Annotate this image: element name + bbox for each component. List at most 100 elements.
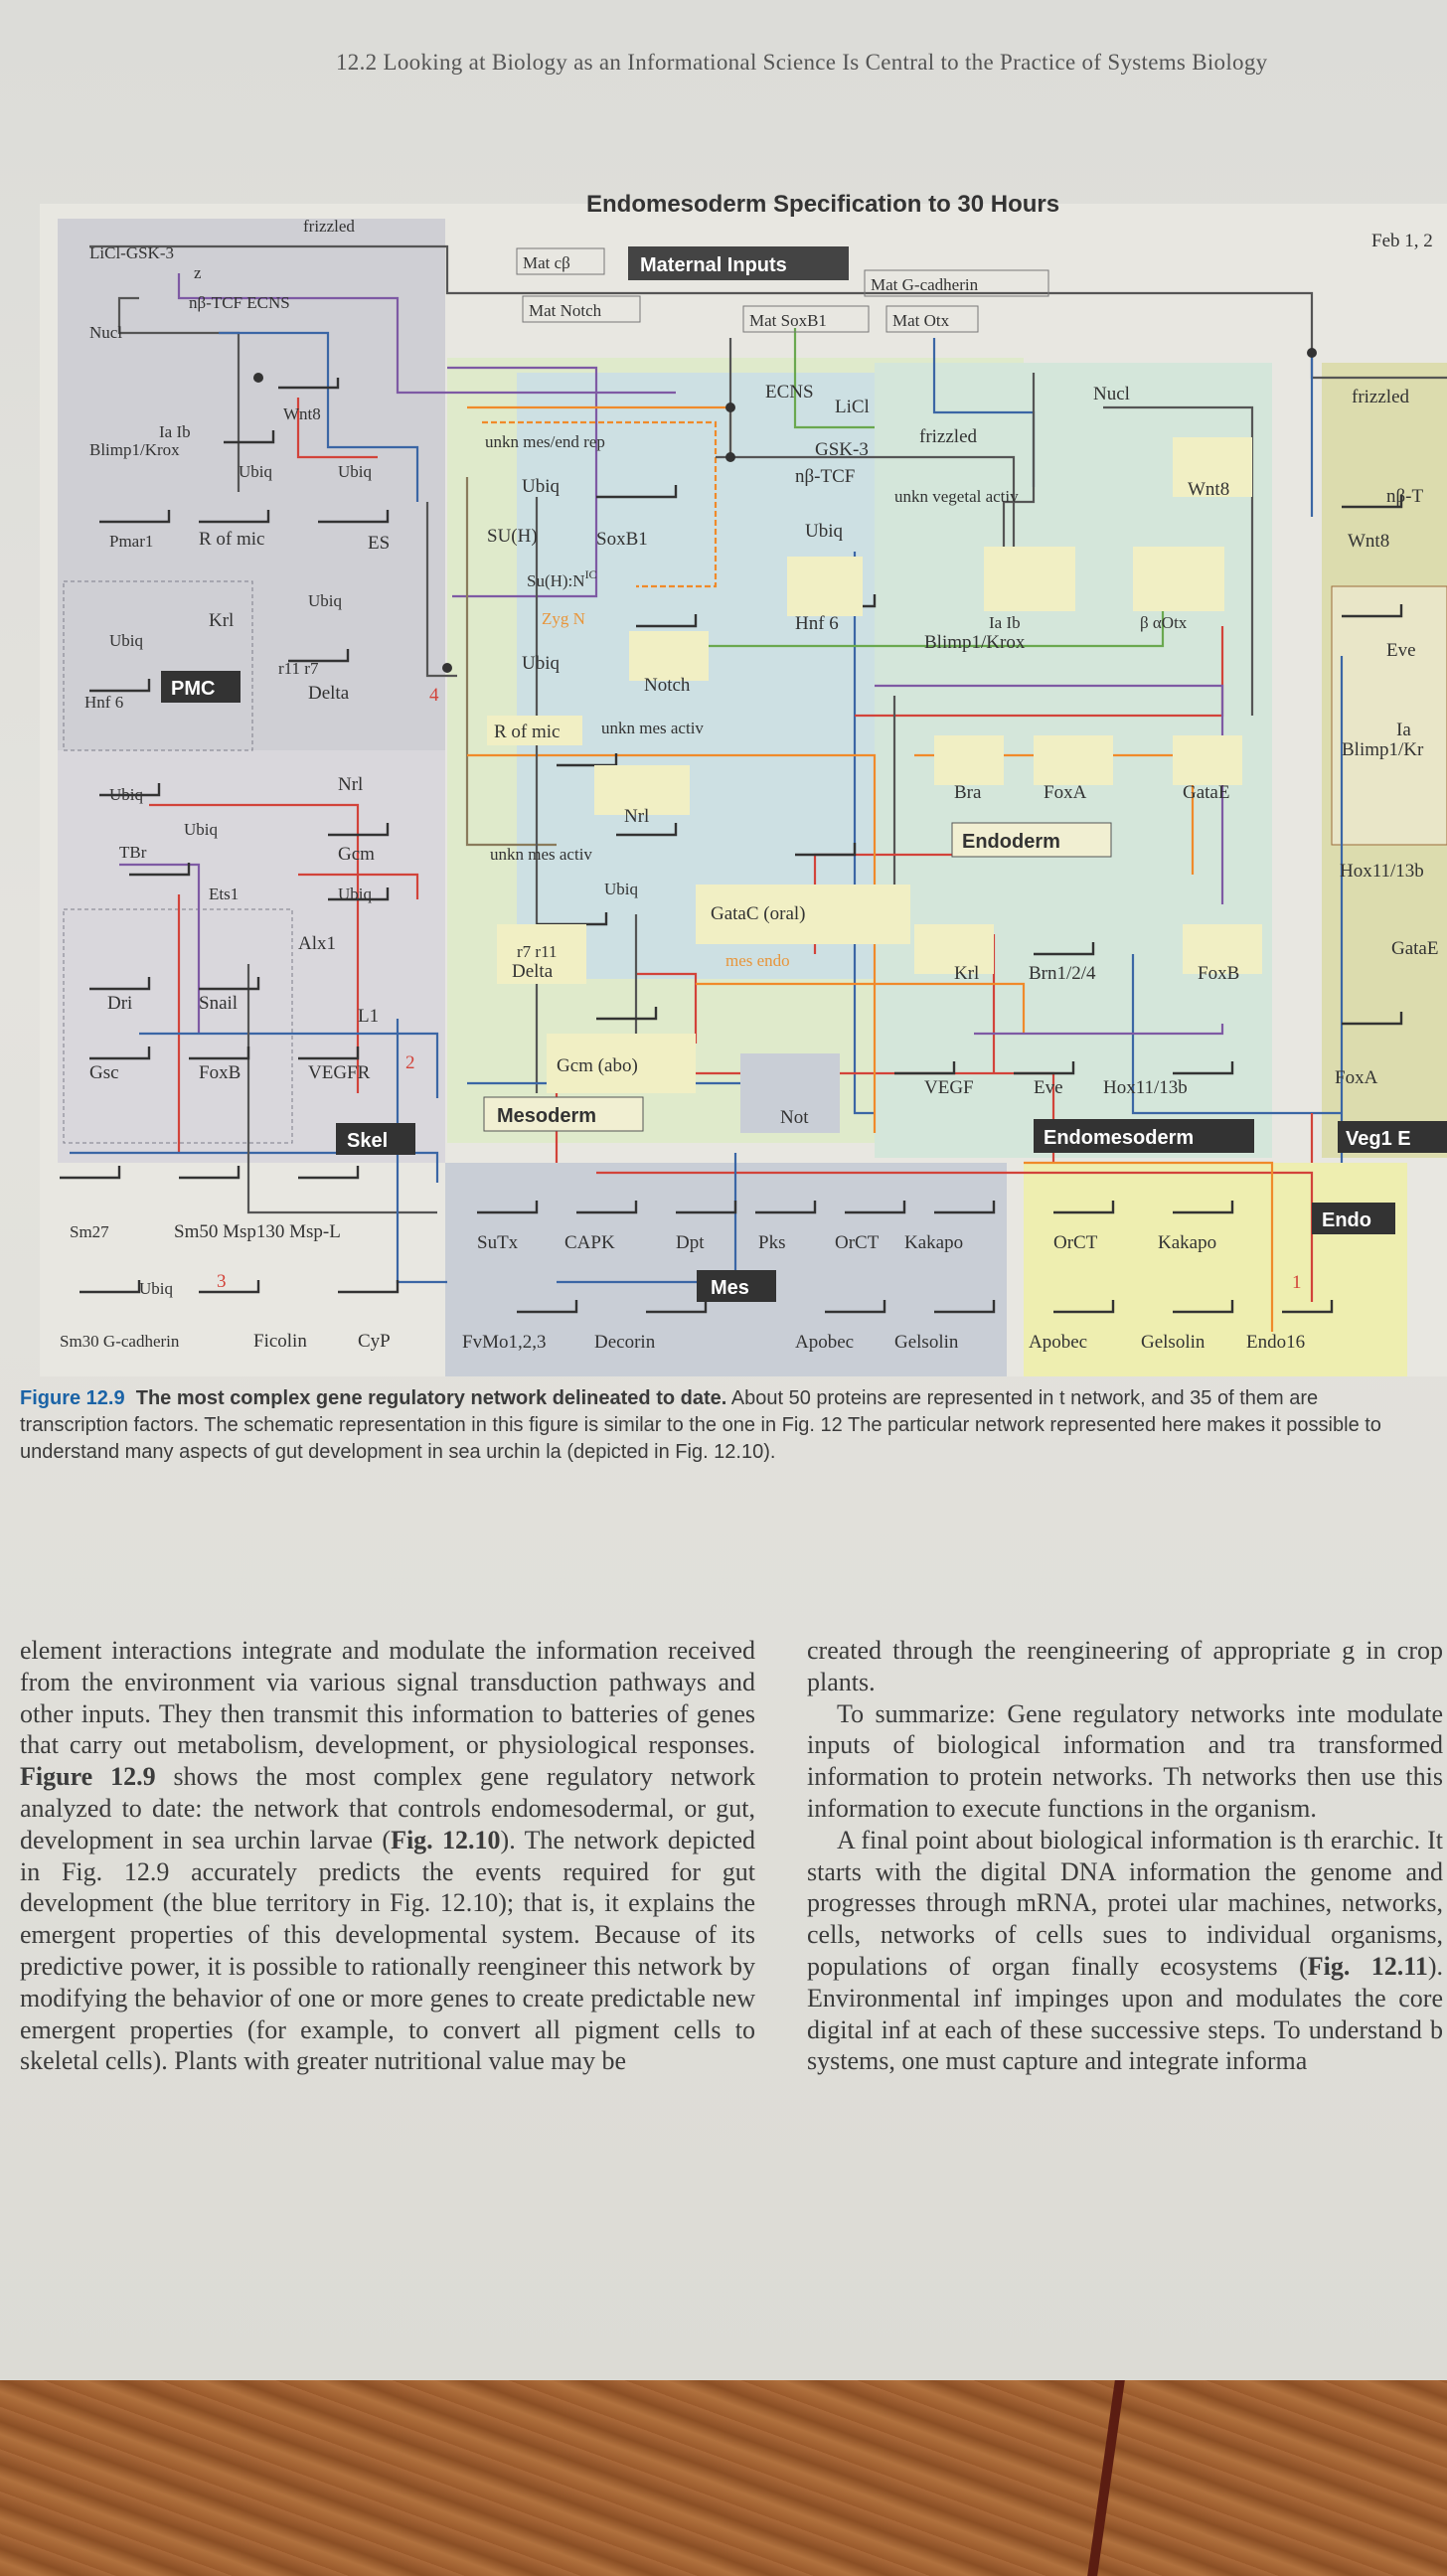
r-of-mic-left: R of mic (199, 529, 265, 550)
ia-right: Ia (1396, 720, 1411, 740)
ubiq-9: Ubiq (522, 476, 561, 497)
frizzled-center: frizzled (919, 426, 978, 447)
ubiq-12: Ubiq (805, 521, 844, 542)
ubiq-7: Ubiq (338, 885, 373, 903)
endomesoderm-label: Endomesoderm (1044, 1127, 1194, 1149)
figure-date: Feb 1, 2 (1371, 231, 1433, 251)
not: Not (780, 1107, 809, 1128)
caption-number: Figure 12.9 (20, 1387, 125, 1409)
delta-left: Delta (308, 683, 350, 704)
ubiq-8: Ubiq (139, 1279, 174, 1298)
wood-stripe (1087, 2380, 1125, 2576)
su-h-nic-sup: IC (585, 567, 597, 581)
body-text-right-column: created through the reengineering of app… (807, 1635, 1443, 2077)
licl: LiCl (835, 397, 870, 417)
orct: OrCT (835, 1232, 880, 1253)
gcm-left: Gcm (338, 844, 375, 865)
notch: Notch (644, 675, 691, 696)
right-paragraph-3: A final point about biological informati… (807, 1825, 1443, 2077)
fvmo1-2-3: FvMo1,2,3 (462, 1332, 546, 1353)
caption-title: The most complex gene regulatory network… (136, 1387, 727, 1409)
ia-ib-center: Ia Ib (989, 613, 1021, 632)
left-text-1: element interactions integrate and modul… (20, 1636, 755, 1759)
r-of-mic-mid: R of mic (494, 722, 561, 742)
gsk3: GSK-3 (815, 439, 869, 460)
nb-tcf: nβ-TCF (795, 466, 855, 487)
orct-endo: OrCT (1053, 1232, 1098, 1253)
bra: Bra (954, 782, 982, 803)
ubiq-6: Ubiq (184, 820, 219, 839)
r11-r7: r11 r7 (278, 659, 319, 678)
gcm-abo: Gcm (abo) (557, 1055, 638, 1076)
nrl-mid: Nrl (624, 806, 649, 827)
zyg-n: Zyg N (542, 609, 585, 628)
figure-title: Endomesoderm Specification to 30 Hours (586, 191, 1059, 218)
left-ref-fig-12-10: Fig. 12.10 (391, 1826, 500, 1854)
sutx: SuTx (477, 1232, 519, 1253)
unkn-vegetal-activ: unkn vegetal activ (894, 487, 1019, 506)
z-left: z (194, 263, 202, 282)
right-ref-fig-12-11: Fig. 12.11 (1308, 1952, 1428, 1981)
left-ref-figure: Figure 12.9 (20, 1762, 156, 1791)
krl-left: Krl (209, 610, 234, 631)
wnt8-center: Wnt8 (1188, 479, 1229, 500)
nucl-left: Nucl (89, 323, 122, 342)
mes-endo: mes endo (725, 951, 790, 970)
sm50-msp: Sm50 Msp130 Msp-L (174, 1221, 341, 1242)
nucl-center: Nucl (1093, 384, 1130, 404)
kakapo-endo: Kakapo (1158, 1232, 1216, 1253)
number-3: 3 (217, 1271, 227, 1292)
wooden-table-surface (0, 2380, 1447, 2576)
ubiq-1: Ubiq (239, 462, 273, 481)
apobec: Apobec (795, 1332, 854, 1353)
gatae: GataE (1183, 782, 1229, 803)
blimp-krox-left: Blimp1/Krox (89, 440, 180, 459)
alx1: Alx1 (298, 933, 336, 954)
cyp: CyP (358, 1331, 391, 1352)
gelsolin: Gelsolin (894, 1332, 959, 1353)
nb-t-right: nβ-T (1386, 486, 1423, 507)
gelsolin-endo: Gelsolin (1141, 1332, 1206, 1353)
frizzled-left: frizzled (303, 217, 355, 236)
dri: Dri (107, 993, 132, 1014)
ubiq-5: Ubiq (109, 785, 144, 804)
unkn-mes-activ-2: unkn mes activ (490, 845, 592, 864)
ubiq-3: Ubiq (109, 631, 144, 650)
skel-label: Skel (347, 1130, 388, 1152)
brn1-2-4: Brn1/2/4 (1029, 963, 1096, 984)
foxa: FoxA (1044, 782, 1087, 803)
number-4: 4 (429, 685, 439, 706)
endoderm-label: Endoderm (962, 831, 1060, 853)
ecns: ECNS (765, 382, 814, 402)
blimp-right: Blimp1/Kr (1342, 739, 1424, 760)
foxb-left: FoxB (199, 1062, 241, 1083)
number-2: 2 (405, 1052, 415, 1073)
sm27: Sm27 (70, 1222, 109, 1241)
endo-label: Endo (1322, 1209, 1371, 1231)
delta-mid: Delta (512, 961, 554, 982)
r7-r11: r7 r11 (517, 942, 557, 961)
veg1-label: Veg1 E (1346, 1128, 1411, 1150)
sm30-gcadherin: Sm30 G-cadherin (60, 1332, 180, 1351)
beta-alpha-otx: β αOtx (1140, 613, 1188, 632)
eve: Eve (1034, 1077, 1063, 1098)
pks: Pks (758, 1232, 785, 1253)
mes-label: Mes (711, 1277, 749, 1299)
blimp-krox-center: Blimp1/Krox (924, 632, 1026, 653)
tbr: TBr (119, 843, 147, 862)
body-text-left-column: element interactions integrate and modul… (20, 1635, 755, 2077)
foxa-right: FoxA (1335, 1067, 1378, 1088)
gatae-right: GataE (1391, 938, 1438, 959)
unkn-mes-activ: unkn mes activ (601, 719, 704, 737)
left-paragraph: element interactions integrate and modul… (20, 1635, 755, 2077)
mat-notch: Mat Notch (529, 301, 602, 320)
eve-right: Eve (1386, 640, 1416, 661)
soxb1: SoxB1 (596, 529, 648, 550)
mesoderm-label: Mesoderm (497, 1105, 596, 1127)
wnt8-right: Wnt8 (1348, 531, 1389, 552)
frizzled-right: frizzled (1352, 387, 1410, 407)
wnt8-left: Wnt8 (283, 404, 321, 423)
left-text-3: ). The network depicted in Fig. 12.9 acc… (20, 1826, 755, 2076)
capk: CAPK (564, 1232, 615, 1253)
right-paragraph-2: To summarize: Gene regulatory networks i… (807, 1698, 1443, 1825)
